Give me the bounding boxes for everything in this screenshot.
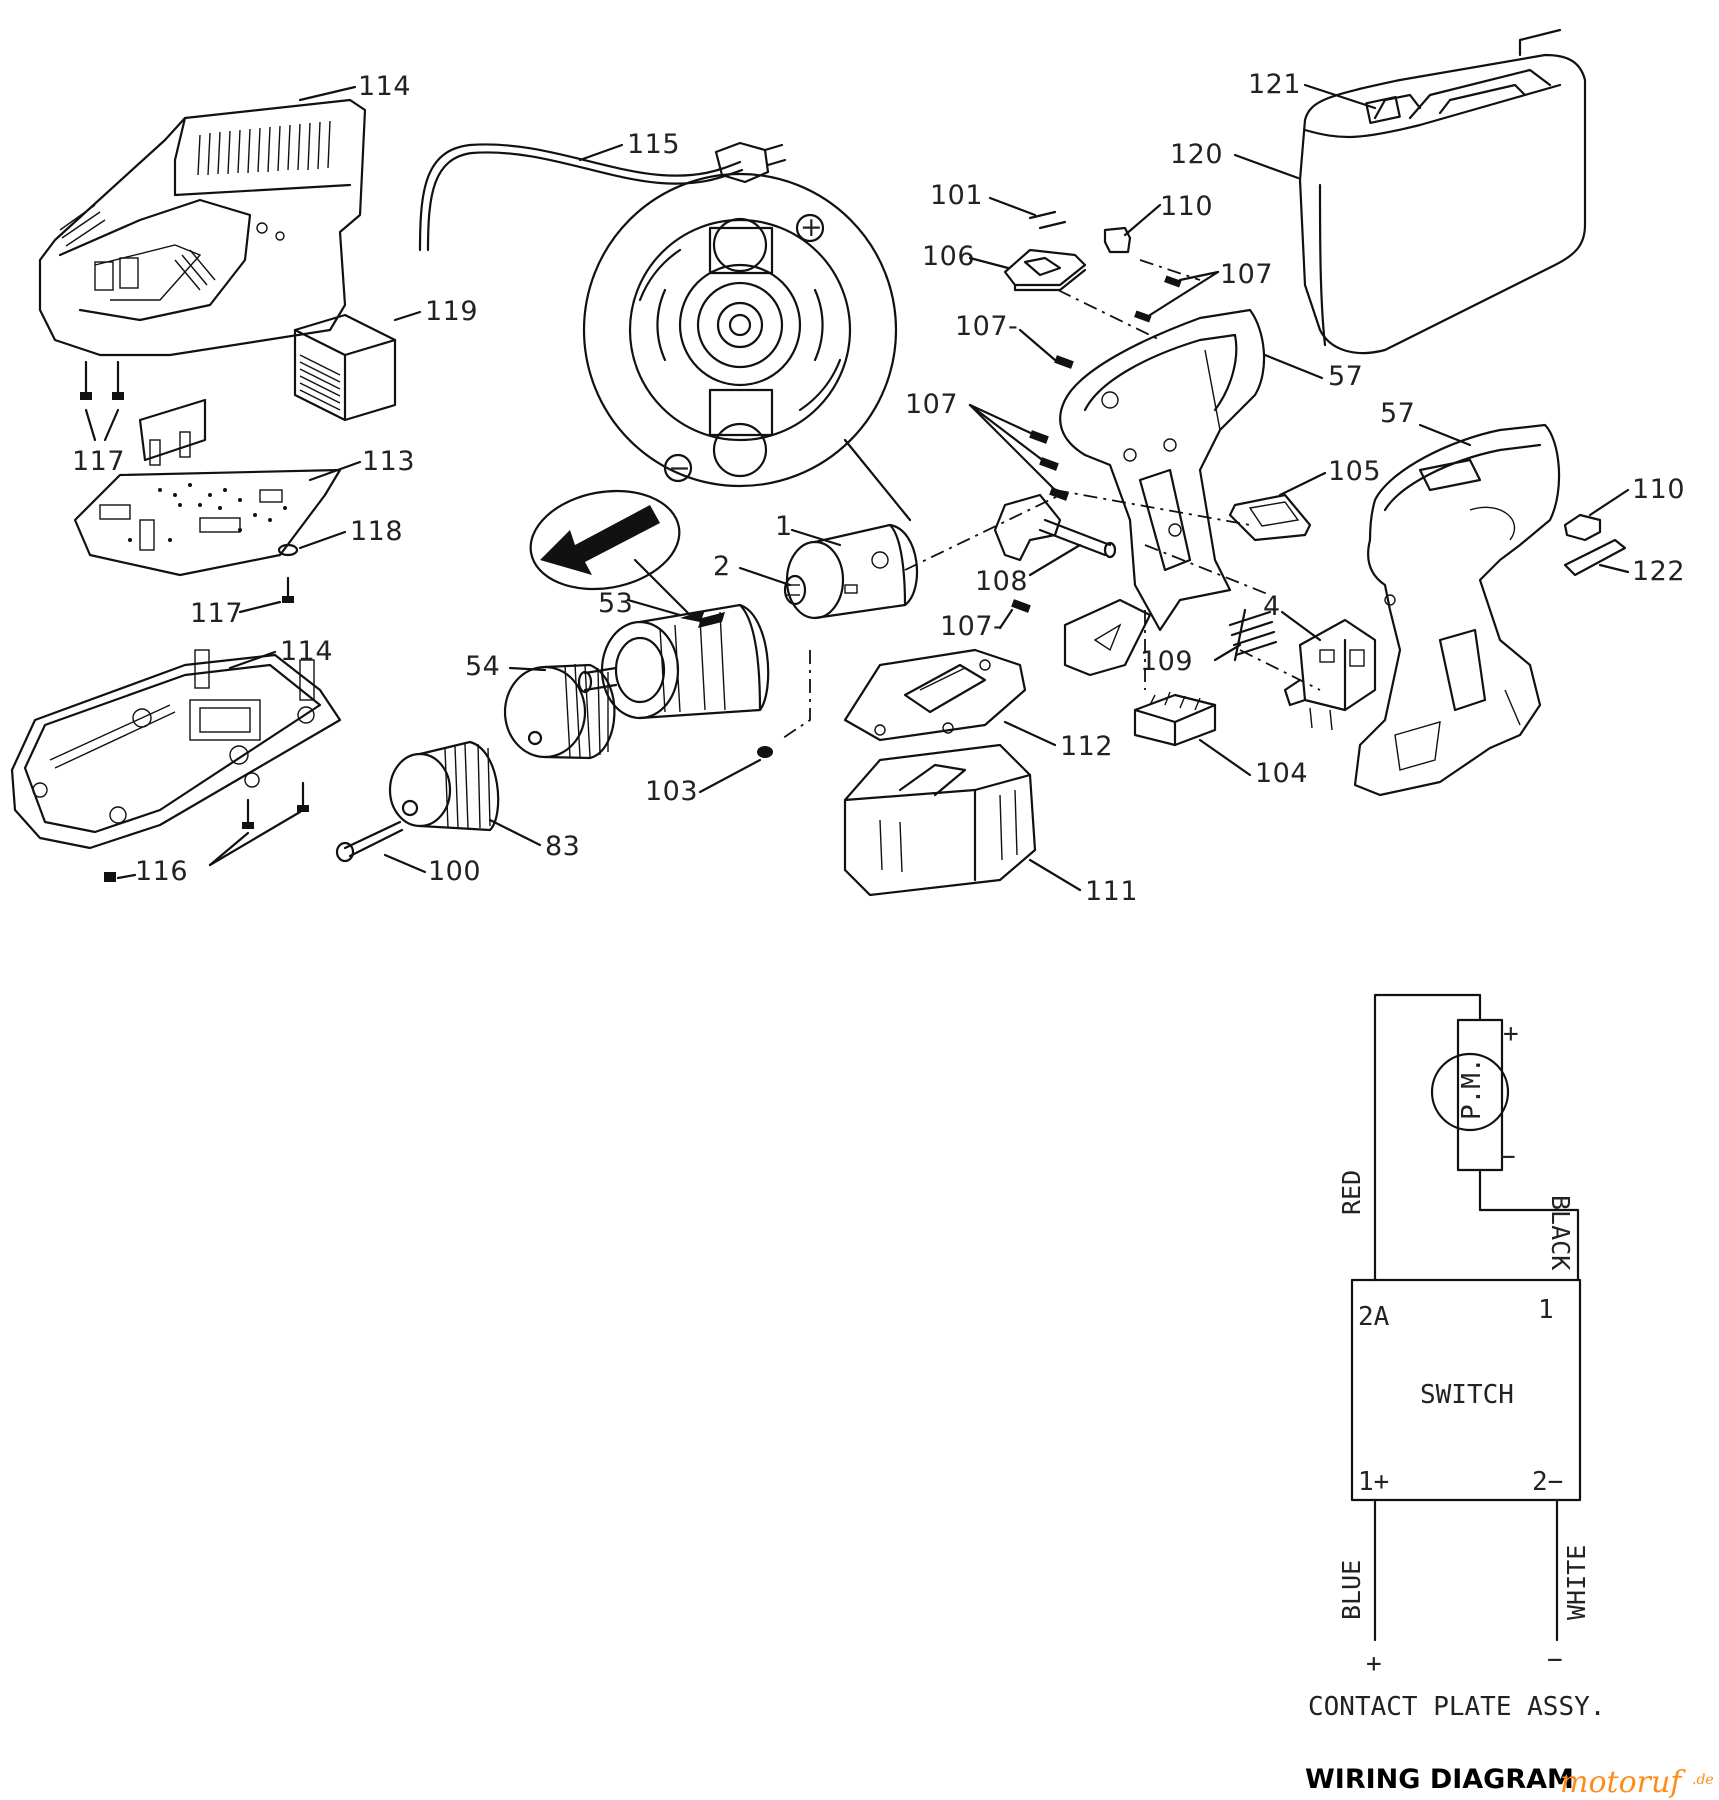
- label-104: 104: [1255, 758, 1308, 789]
- label-103: 103: [645, 776, 698, 807]
- motor-minus-terminal: −: [1500, 1142, 1516, 1172]
- motor-end-view: + −: [582, 172, 912, 522]
- motor-plus: +: [800, 212, 823, 243]
- label-110-top: 110: [1160, 191, 1213, 222]
- motor-symbol: [1430, 1052, 1510, 1132]
- spring-101: 101: [930, 180, 1067, 230]
- clip-110-right: 110: [1563, 474, 1685, 542]
- power-cord-115: 115: [418, 129, 787, 252]
- label-2: 2: [713, 551, 731, 582]
- switch-label: SWITCH: [1420, 1380, 1514, 1410]
- wiring-diagram: P.M. + − 2A 1 SWITCH 1+ 2− RED BLACK BLU…: [1308, 993, 1605, 1722]
- screw-103: 103: [645, 650, 811, 807]
- motor-plus-terminal: +: [1503, 1019, 1519, 1049]
- label-118: 118: [350, 516, 403, 547]
- label-117-a: 117: [72, 446, 125, 477]
- label-57-left: 57: [1328, 361, 1363, 392]
- label-110-right: 110: [1632, 474, 1685, 505]
- collar-54: 54: [465, 651, 616, 760]
- watermark: motoruf: [1560, 1765, 1686, 1800]
- housing-right-57: 57: [1353, 398, 1561, 797]
- contact-block-104: 104: [1133, 610, 1308, 789]
- label-115: 115: [627, 129, 680, 160]
- plate-plus: +: [1366, 1649, 1382, 1679]
- label-122: 122: [1632, 556, 1685, 587]
- label-114-top: 114: [358, 71, 411, 102]
- label-plate-105: 105: [1054, 456, 1381, 542]
- screw-117: 117: [72, 360, 125, 477]
- gearbox-53: 53: [577, 558, 770, 720]
- label-100: 100: [428, 856, 481, 887]
- switch-slider-106: 106: [922, 241, 1161, 341]
- bit-122: 122: [1563, 538, 1685, 587]
- wire-white: WHITE: [1562, 1545, 1591, 1620]
- wire-black: BLACK: [1546, 1195, 1575, 1270]
- label-114-bottom: 114: [280, 636, 333, 667]
- direction-arrow: [529, 489, 681, 591]
- light-108: 108: [975, 493, 1117, 597]
- label-107-b: 107-: [955, 311, 1018, 342]
- label-112: 112: [1060, 731, 1113, 762]
- label-57-right: 57: [1380, 398, 1415, 429]
- switch-terminal-2minus: 2−: [1532, 1467, 1563, 1497]
- label-117-b: 117: [190, 598, 243, 629]
- label-119: 119: [425, 296, 478, 327]
- label-53: 53: [598, 588, 633, 619]
- switch-terminal-1plus: 1+: [1358, 1467, 1389, 1497]
- transformer-119: 119: [293, 296, 478, 422]
- label-109: 109: [1140, 646, 1193, 677]
- label-113: 113: [362, 446, 415, 477]
- battery-top-112: 112: [843, 648, 1113, 762]
- switch-terminal-2a: 2A: [1358, 1302, 1390, 1332]
- contact-plate-label: CONTACT PLATE ASSY.: [1308, 1692, 1605, 1722]
- watermark-suffix: .de: [1692, 1772, 1714, 1788]
- label-107-d: 107-: [940, 611, 1003, 642]
- label-101: 101: [930, 180, 983, 211]
- switch-box: [1350, 1278, 1582, 1502]
- screws-116: 116: [104, 781, 309, 887]
- chuck-83: 83: [388, 740, 580, 862]
- charger-top-housing: 114: [38, 71, 411, 357]
- wire-red: RED: [1337, 1170, 1366, 1215]
- clip-110-top: 110: [1103, 191, 1213, 281]
- screws-107: 107 107- 107 107-: [905, 259, 1273, 642]
- carrying-case-120: 121 120: [1170, 28, 1587, 355]
- washer-118: 118 117: [190, 516, 403, 629]
- pinion-2: 2: [713, 551, 807, 606]
- label-105: 105: [1328, 456, 1381, 487]
- battery-pack-111: 111: [843, 743, 1138, 907]
- spring-109: 109: [1140, 544, 1278, 677]
- label-4: 4: [1263, 591, 1281, 622]
- label-83: 83: [545, 831, 580, 862]
- wiring-diagram-caption: WIRING DIAGRAM: [1305, 1764, 1574, 1795]
- label-54: 54: [465, 651, 500, 682]
- assembly-lines: [904, 494, 1321, 691]
- label-121: 121: [1248, 69, 1301, 100]
- label-111: 111: [1085, 876, 1138, 907]
- grip-insert: [1063, 598, 1152, 677]
- label-116: 116: [135, 856, 188, 887]
- motor-1: 1: [775, 511, 919, 620]
- label-1: 1: [775, 511, 793, 542]
- switch-4: 4: [1263, 591, 1377, 731]
- wire-blue: BLUE: [1337, 1560, 1366, 1620]
- label-120: 120: [1170, 139, 1223, 170]
- motor-minus: −: [668, 453, 691, 484]
- switch-terminal-1: 1: [1538, 1295, 1554, 1325]
- housing-left-57: 57: [1059, 308, 1363, 632]
- label-107-a: 107: [1220, 259, 1273, 290]
- motor-label: P.M.: [1457, 1057, 1487, 1120]
- circuit-board-113: 113: [73, 398, 415, 577]
- label-106: 106: [922, 241, 975, 272]
- label-107-c: 107: [905, 389, 958, 420]
- screw-100: 100: [335, 820, 481, 887]
- label-108: 108: [975, 566, 1028, 597]
- charger-bottom-housing: 114: [10, 636, 342, 850]
- plate-minus: −: [1547, 1645, 1563, 1675]
